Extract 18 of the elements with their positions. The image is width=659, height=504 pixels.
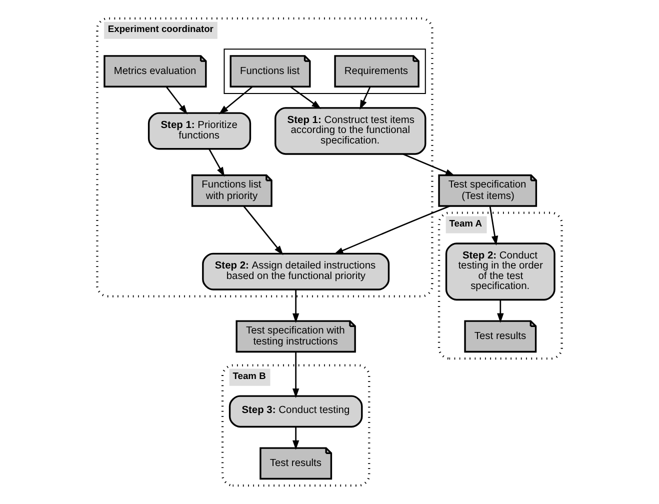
node-box: Step 1: Construct test items according to the functional specification. [274, 107, 426, 155]
arrow [292, 426, 300, 450]
arrow [208, 148, 225, 177]
cluster [224, 48, 426, 94]
node-box: Step 2: Conduct testing in the order of the test specification. [445, 242, 556, 301]
arrow [166, 86, 188, 114]
arrow [218, 86, 253, 114]
arrow [402, 153, 456, 176]
arrow [292, 352, 300, 398]
arrow [243, 206, 284, 256]
arrow [497, 300, 504, 323]
arrow [360, 86, 371, 110]
arrow [292, 290, 300, 323]
node-box: Step 3: Conduct testing [228, 395, 363, 428]
arrow [334, 205, 450, 254]
node-box: Step 1: Prioritize functions [148, 112, 252, 150]
node-box: Step 2: Assign detailed instructions based on the functional priority [202, 252, 390, 290]
arrow [290, 86, 322, 110]
